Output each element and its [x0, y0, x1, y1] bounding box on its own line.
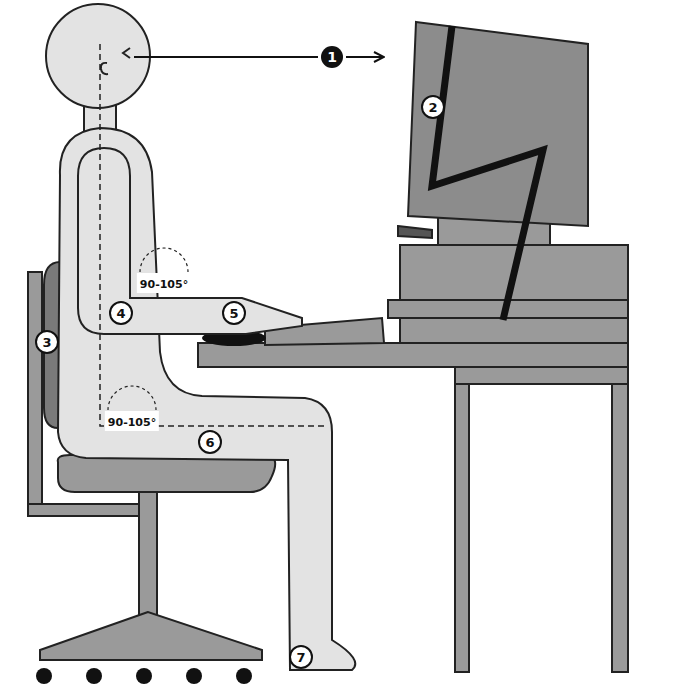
- face-marks: [101, 48, 130, 74]
- angle-arc: [108, 386, 156, 410]
- desk-leg: [455, 366, 469, 672]
- callout-number: 3: [35, 330, 59, 354]
- desk-leg: [612, 366, 628, 672]
- callout-number-text: 5: [229, 307, 238, 320]
- angle-label: 90-105°: [137, 273, 191, 293]
- callout-number: 5: [222, 301, 246, 325]
- torso-and-leg: [58, 128, 355, 670]
- posture-line: [100, 44, 326, 426]
- shelf-base: [400, 318, 628, 343]
- angle-label-text: 90-105°: [140, 278, 188, 291]
- chair-frame: [28, 504, 156, 516]
- ear: [101, 63, 108, 74]
- callout-number-text: 3: [42, 336, 51, 349]
- sight-line: [134, 56, 318, 58]
- callout-number-text: 1: [327, 50, 337, 64]
- wheel: [186, 668, 202, 684]
- monitor: [408, 22, 588, 226]
- callout-number-text: 2: [428, 101, 437, 114]
- wheel: [36, 668, 52, 684]
- person: [46, 4, 355, 670]
- callout-number: 7: [289, 645, 313, 669]
- desk-top: [198, 343, 628, 367]
- chair-back-post: [28, 272, 42, 514]
- computer: [388, 22, 628, 343]
- callout-number: 6: [198, 430, 222, 454]
- eye: [123, 48, 130, 58]
- callout-number: 2: [421, 95, 445, 119]
- callout-number: 4: [109, 301, 133, 325]
- desk: [198, 343, 628, 672]
- wheel: [136, 668, 152, 684]
- chair-wheels: [36, 668, 252, 684]
- seat-post: [139, 490, 157, 618]
- angle-arc: [140, 248, 188, 272]
- angle-label: 90-105°: [105, 411, 159, 431]
- wheel: [236, 668, 252, 684]
- callout-number-text: 6: [205, 436, 214, 449]
- desk-apron: [455, 366, 628, 384]
- chair-base: [40, 612, 262, 660]
- adjustment-arm: [432, 26, 543, 320]
- angle-label-text: 90-105°: [108, 416, 156, 429]
- wheel: [86, 668, 102, 684]
- monitor-arm: [432, 26, 543, 320]
- callout-number-text: 7: [296, 651, 305, 664]
- arm: [78, 148, 302, 334]
- monitor-knob: [398, 226, 432, 238]
- callout-number: 1: [321, 46, 343, 68]
- sight-arrow: [346, 56, 384, 58]
- callout-number-text: 4: [116, 307, 125, 320]
